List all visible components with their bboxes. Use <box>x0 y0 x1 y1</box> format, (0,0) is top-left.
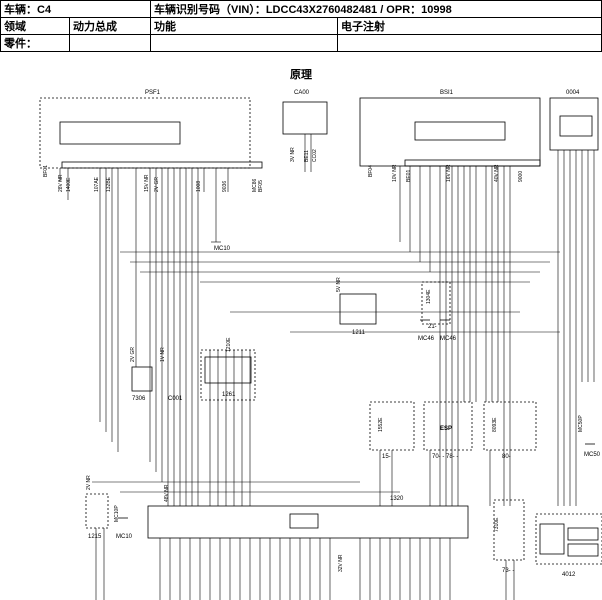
wire-label: 9036 <box>222 181 228 192</box>
wire-label: MC86 <box>252 178 258 192</box>
group-15-label: 15- <box>382 454 391 460</box>
wire-label: 2V GR <box>154 177 160 192</box>
wire-label: 28V NR <box>58 174 64 192</box>
function-value: 电子注射 <box>337 17 602 35</box>
wire-label: CC02 <box>312 149 318 162</box>
vin-label: 车辆识别号码（VIN）：LDCC43X2760482481 / OPR：1099… <box>150 0 602 18</box>
c1261-box <box>204 356 252 384</box>
ground-mc46-a: MC46 <box>418 336 435 342</box>
wire-label: 32V NR <box>338 554 344 572</box>
c1215-box <box>85 493 109 529</box>
c4012-box <box>535 513 602 565</box>
wire-label: BF04 <box>368 165 374 177</box>
bsi1-connector <box>404 159 541 167</box>
group-73-label: 73- - <box>502 568 514 574</box>
c1320-box <box>147 505 469 539</box>
wire-label: 2V NR <box>86 475 92 490</box>
group-80-label: 80- <box>502 454 511 460</box>
wire-label: 48V NR <box>164 484 170 502</box>
psf1-label: PSF1 <box>145 90 161 96</box>
diagram-title: 原理 <box>290 69 312 81</box>
psf1-box <box>39 97 251 169</box>
wire-label: 107AE <box>94 176 100 192</box>
c0004-display <box>559 115 593 137</box>
c1211-label: 1211 <box>352 330 366 336</box>
ca00-label: CA00 <box>294 90 310 96</box>
ground-mc10-b: MC10 <box>116 534 133 540</box>
domain-label: 领域 <box>0 17 70 35</box>
wire-label: 1008 <box>196 181 202 192</box>
c1320-label: 1320 <box>390 496 404 502</box>
domain-value: 动力总成 <box>69 17 151 35</box>
ground-mc46-b: MC46 <box>440 336 457 342</box>
wiring-diagram: PSF1 CA00 BSI1 0004 1211 7306 C001 1261 … <box>39 90 602 600</box>
bsi1-box <box>359 97 541 167</box>
wire-label: 5V NR <box>336 277 342 292</box>
wire-label: 132BE <box>106 176 112 192</box>
wire-label: 1210E <box>226 337 232 352</box>
wire-label: 10V NR <box>392 164 398 182</box>
c1211-box <box>339 293 377 325</box>
wire-label: 16V NR <box>446 164 452 182</box>
wire-label: BF01 <box>43 165 49 177</box>
wire-label: 1304E <box>426 289 432 304</box>
psf1-relay-block <box>59 121 181 145</box>
ca00-box <box>282 101 328 135</box>
wire-label: BE11 <box>304 150 310 162</box>
psf1-connector <box>61 161 263 169</box>
wire-label: BE01 <box>406 170 412 182</box>
c0001-label: C001 <box>168 396 183 402</box>
c1215-label: 1215 <box>88 534 102 540</box>
wire-label: 8093E <box>492 417 498 432</box>
bsi1-label: BSI1 <box>440 90 454 96</box>
wire-label: 2V GR <box>130 347 136 362</box>
wire-label: 15V NR <box>144 174 150 192</box>
header-table: 车辆：C4 车辆识别号码（VIN）：LDCC43X2760482481 / OP… <box>0 0 602 52</box>
c4012-label: 4012 <box>562 572 576 578</box>
wire-label: 1V NR <box>160 347 166 362</box>
c7306-box <box>131 366 153 392</box>
group-70-label: 70- - 78- - <box>432 454 458 460</box>
wire-label: 40V NR <box>494 164 500 182</box>
vehicle-label: 车辆：C4 <box>0 0 151 18</box>
ground-mc50: MC50 <box>584 452 601 458</box>
c1261-label: 1261 <box>222 392 236 398</box>
wire-label: 7310E <box>494 517 500 532</box>
wire-label: 3V NR <box>290 147 296 162</box>
esp-badge: ESP <box>440 426 452 432</box>
wire-label: 1552E <box>378 417 384 432</box>
wire-label: MC50P <box>578 415 584 432</box>
wire-label: MC10P <box>114 505 120 522</box>
wire-label: 9000 <box>518 171 524 182</box>
group-21-label: 21- <box>428 324 437 330</box>
bsi1-inner <box>414 121 506 141</box>
parts-label: 零件： <box>0 34 70 52</box>
c7306-label: 7306 <box>132 396 146 402</box>
c0004-label: 0004 <box>566 90 580 96</box>
wire-label: 1400E <box>66 177 72 192</box>
wire-label: BF05 <box>258 180 264 192</box>
c0004-box <box>549 97 599 151</box>
ground-mc10-a: MC10 <box>214 246 231 252</box>
function-label: 功能 <box>150 17 338 35</box>
